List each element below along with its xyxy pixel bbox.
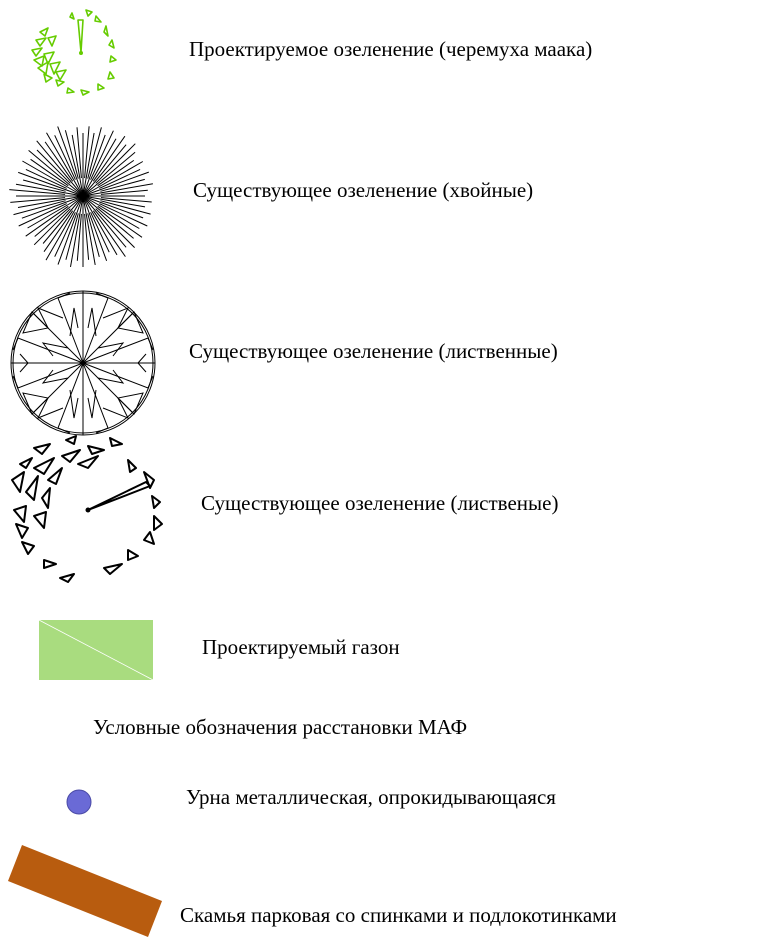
section-title-maf: Условные обозначения расстановки МАФ [93, 715, 468, 739]
legend-label-bench: Скамья парковая со спинками и подлокотин… [180, 903, 617, 927]
sparse-tree-icon [11, 435, 163, 583]
legend-label-urn: Урна металлическая, опрокидывающаяся [186, 785, 556, 809]
deciduous-tree-icon [10, 290, 156, 436]
lawn-swatch-icon [39, 620, 153, 680]
legend-label-lawn: Проектируемый газон [202, 635, 400, 659]
legend-label-sparse-deciduous: Существующее озеленение (лиственые) [201, 491, 559, 515]
legend-label-conifer: Существующее озеленение (хвойные) [193, 178, 534, 202]
green-tree-icon [31, 9, 117, 96]
bench-icon [8, 845, 162, 937]
legend-label-deciduous: Существующее озеленение (лиственные) [189, 339, 558, 363]
conifer-tree-icon [9, 126, 153, 267]
legend-label-projected-tree: Проектируемое озеленение (черемуха маака… [189, 37, 593, 61]
urn-icon [66, 789, 92, 815]
